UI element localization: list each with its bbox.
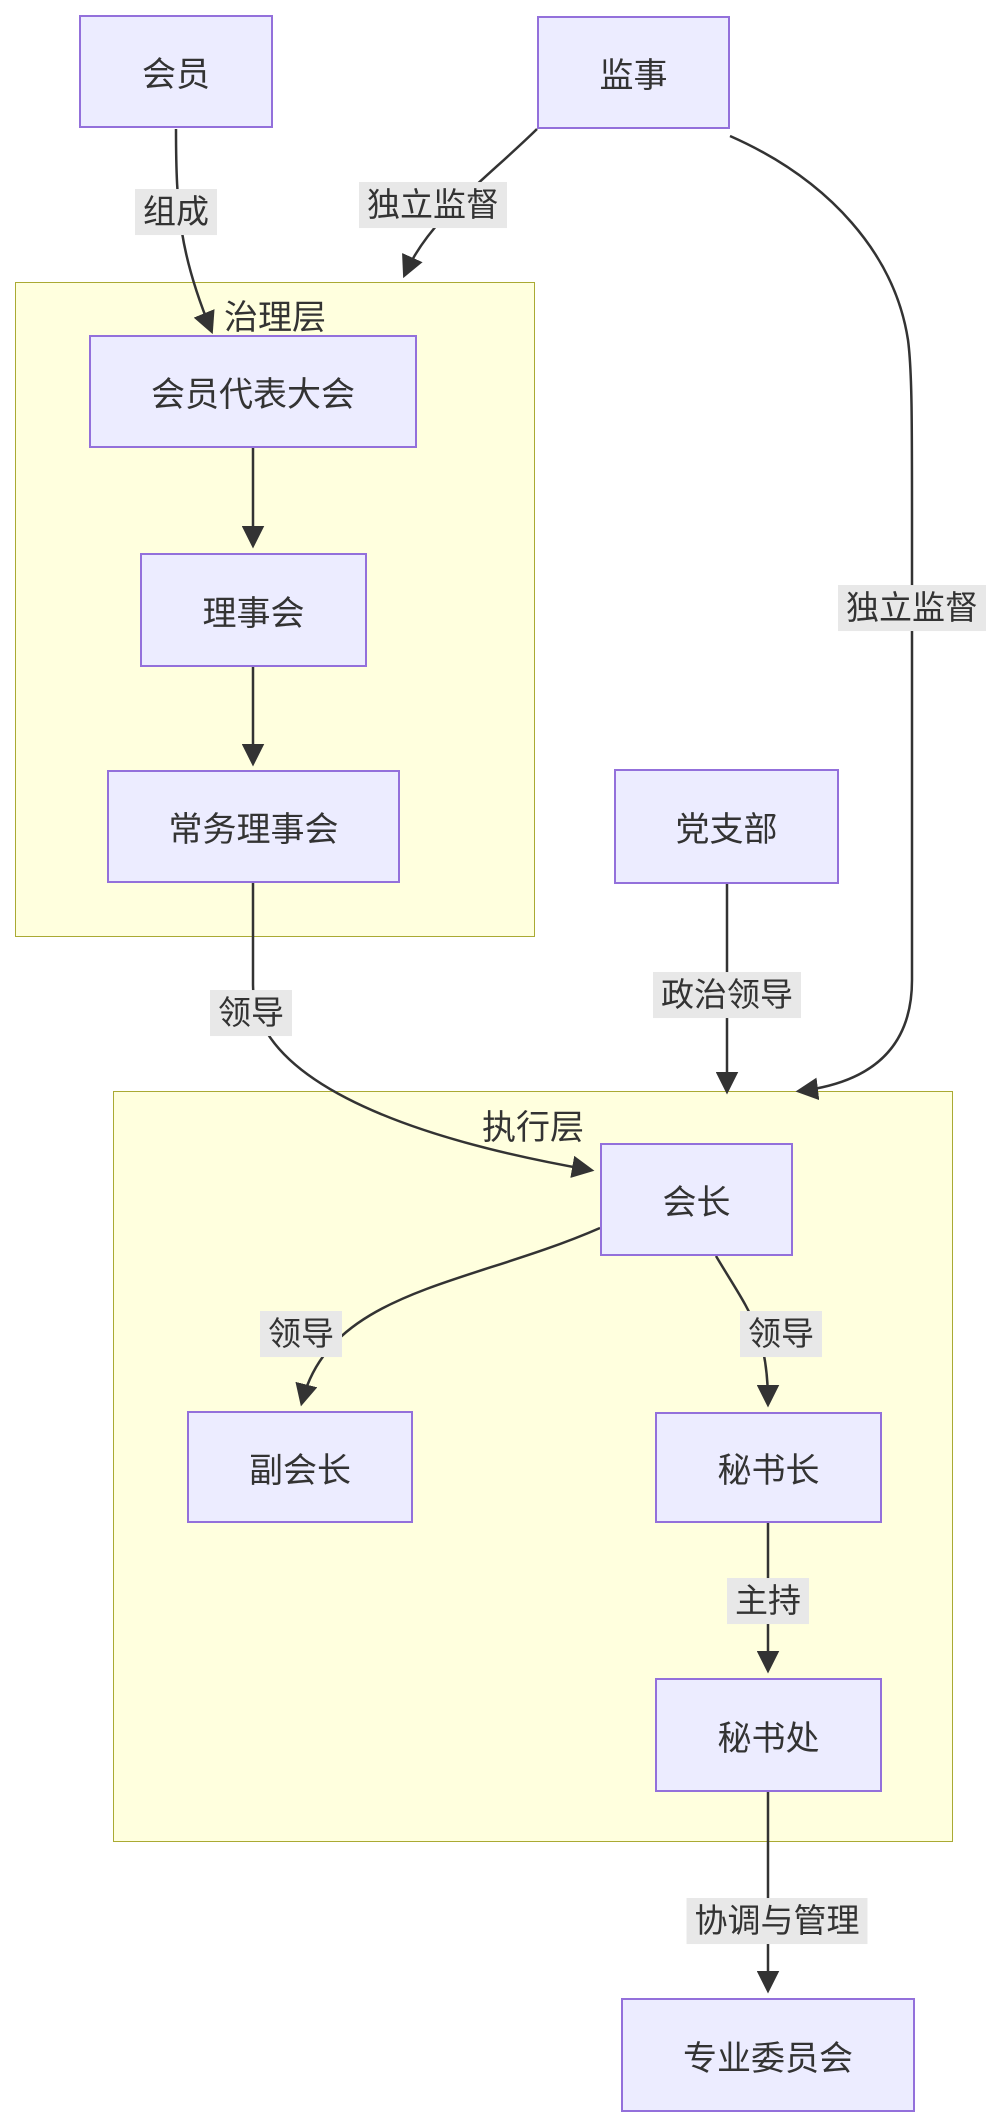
edge-label-lead-vice: 领导 (260, 1311, 342, 1357)
node-professional-committee: 专业委员会 (621, 1998, 915, 2112)
node-vice-president: 副会长 (187, 1411, 413, 1523)
edge-label-independent-supervision-right: 独立监督 (838, 585, 986, 631)
node-secretariat: 秘书处 (655, 1678, 882, 1792)
edge-supervisor-executive (729, 134, 914, 1101)
node-assembly: 会员代表大会 (89, 335, 417, 448)
subgraph-governance-title: 治理层 (224, 299, 326, 337)
node-standing-council: 常务理事会 (107, 770, 400, 883)
edge-label-preside: 主持 (727, 1578, 809, 1624)
node-president: 会长 (600, 1143, 793, 1256)
edge-president-vice (295, 1226, 601, 1407)
node-member: 会员 (79, 15, 273, 128)
edge-label-independent-supervision-left: 独立监督 (359, 182, 507, 228)
edge-standing-president (251, 883, 595, 1178)
node-supervisor: 监事 (537, 16, 730, 129)
subgraph-executive-title: 执行层 (482, 1109, 584, 1147)
edge-label-political-leadership: 政治领导 (653, 972, 801, 1018)
edge-label-coordinate-manage: 协调与管理 (686, 1898, 868, 1944)
edge-label-compose: 组成 (135, 189, 217, 235)
node-council: 理事会 (140, 553, 367, 667)
edge-label-lead-governance: 领导 (210, 990, 292, 1036)
edge-label-lead-secretary: 领导 (740, 1311, 822, 1357)
node-party-branch: 党支部 (614, 769, 839, 884)
node-secretary-general: 秘书长 (655, 1412, 882, 1523)
